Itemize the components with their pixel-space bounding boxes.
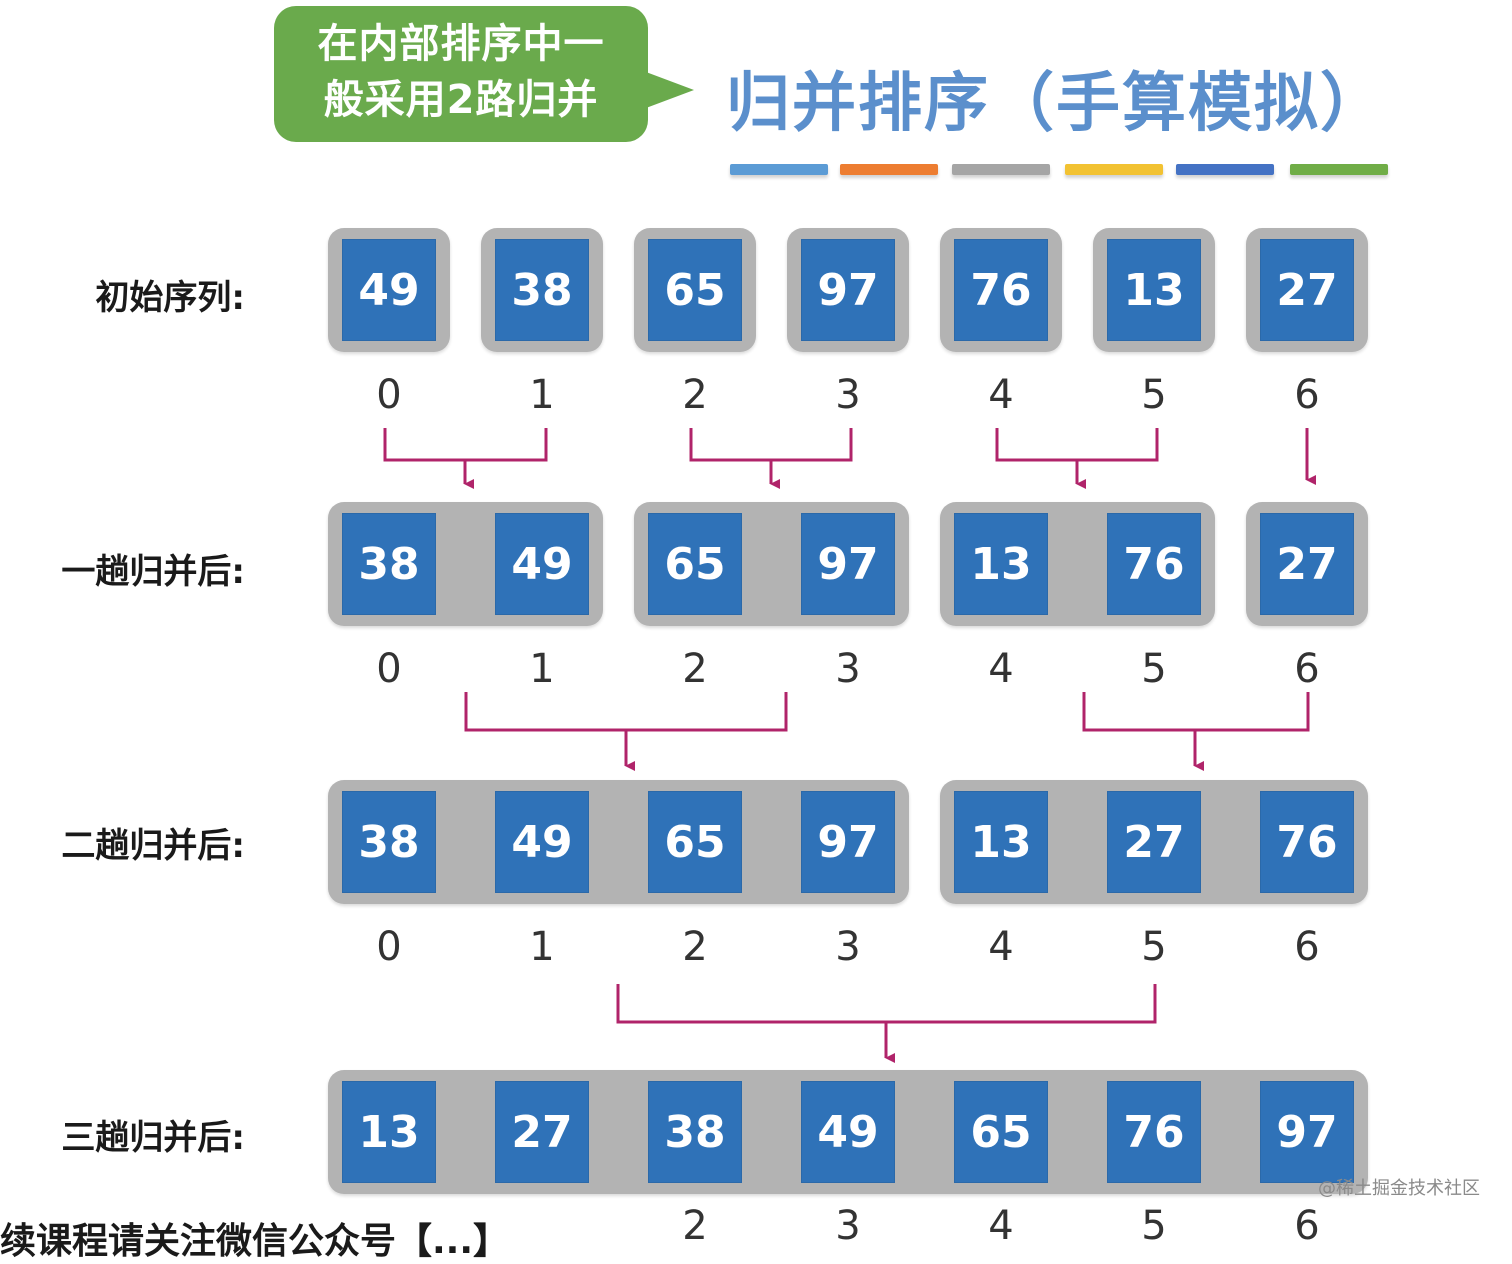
callout-tail (646, 72, 694, 108)
array-cell: 97 (801, 791, 895, 893)
array-cell: 65 (648, 791, 742, 893)
index-label: 4 (988, 372, 1014, 418)
index-label: 2 (682, 646, 708, 692)
callout-line-2: 般采用2路归并 (323, 77, 599, 123)
bracket-0-6 (616, 984, 1157, 1024)
array-cell: 49 (801, 1081, 895, 1183)
array-cell: 38 (342, 791, 436, 893)
array-cell: 13 (342, 1081, 436, 1183)
index-label: 0 (376, 372, 402, 418)
bracket-4-6 (1082, 692, 1310, 732)
array-cell: 49 (495, 791, 589, 893)
stripe-blue (730, 164, 828, 175)
index-label: 1 (529, 372, 555, 418)
index-label: 6 (1294, 646, 1320, 692)
array-cell: 76 (954, 239, 1048, 341)
array-cell: 65 (648, 513, 742, 615)
stripe-yellow (1065, 164, 1163, 175)
index-label: 4 (988, 924, 1014, 970)
index-label: 6 (1294, 372, 1320, 418)
array-cell: 76 (1107, 513, 1201, 615)
array-cell: 38 (495, 239, 589, 341)
page-title: 归并排序（手算模拟） (726, 67, 1386, 141)
row-label-pass-1: 一趟归并后: (61, 552, 245, 592)
index-label: 2 (682, 372, 708, 418)
array-cell: 97 (1260, 1081, 1354, 1183)
index-label: 1 (529, 924, 555, 970)
array-cell: 13 (954, 791, 1048, 893)
array-cell: 27 (1260, 513, 1354, 615)
array-cell: 38 (342, 513, 436, 615)
row-label-pass-2: 二趟归并后: (61, 826, 245, 866)
stripe-gray (952, 164, 1050, 175)
stripe-green (1290, 164, 1388, 175)
stripe-dark-blue (1176, 164, 1274, 175)
array-cell: 49 (495, 513, 589, 615)
array-cell: 13 (954, 513, 1048, 615)
index-label: 5 (1141, 646, 1167, 692)
array-cell: 49 (342, 239, 436, 341)
row-label-initial: 初始序列: (95, 278, 245, 318)
index-label: 5 (1141, 924, 1167, 970)
callout-line-1: 在内部排序中一 (317, 21, 605, 67)
index-label: 3 (835, 646, 861, 692)
array-cell: 38 (648, 1081, 742, 1183)
array-cell: 27 (1107, 791, 1201, 893)
merge-connectors (383, 428, 1316, 1063)
bracket-4-5 (995, 428, 1159, 462)
array-cell: 65 (648, 239, 742, 341)
array-cell: 97 (801, 513, 895, 615)
bracket-2-3 (689, 428, 853, 462)
index-label: 2 (682, 924, 708, 970)
array-cell: 76 (1260, 791, 1354, 893)
array-cell: 76 (1107, 1081, 1201, 1183)
watermark: @稀土掘金技术社区 (1318, 1178, 1480, 1199)
index-label: 5 (1141, 372, 1167, 418)
array-cell: 27 (1260, 239, 1354, 341)
row-label-pass-3: 三趟归并后: (61, 1118, 245, 1158)
array-cell: 27 (495, 1081, 589, 1183)
stripe-orange (840, 164, 938, 175)
index-label: 3 (835, 372, 861, 418)
array-cell: 65 (954, 1081, 1048, 1183)
index-label: 6 (1294, 924, 1320, 970)
index-label: 4 (988, 646, 1014, 692)
index-label: 1 (529, 646, 555, 692)
index-label: 0 (376, 924, 402, 970)
array-cell: 13 (1107, 239, 1201, 341)
bracket-0-3 (464, 692, 788, 732)
index-label: 0 (376, 646, 402, 692)
bracket-0-1 (383, 428, 548, 462)
array-cell: 97 (801, 239, 895, 341)
subtitle-overlay: 续课程请关注微信公众号【...】 (0, 1221, 510, 1262)
index-label: 3 (835, 924, 861, 970)
callout-bubble: 在内部排序中一 般采用2路归并 (274, 6, 648, 142)
